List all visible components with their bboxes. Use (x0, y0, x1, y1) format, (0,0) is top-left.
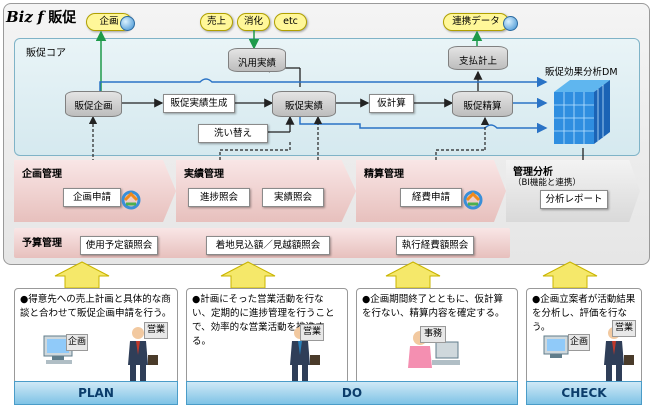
computer-icon (43, 335, 73, 364)
phase-check: CHECK (526, 381, 642, 405)
btn-chakuchi-mikomi-shokai[interactable]: 着地見込額／見越額照会 (206, 236, 330, 255)
module-kikaku-label: 企画管理 (22, 169, 62, 180)
title-name: 販促 (48, 10, 77, 26)
pill-etc: etc (274, 13, 307, 31)
btn-kikaku-shinsei[interactable]: 企画申請 (63, 188, 121, 207)
box-karikeisan: 仮計算 (369, 94, 414, 113)
globe-icon (120, 16, 135, 31)
cyl-shiharai-keijo: 支払計上 (448, 46, 508, 70)
cyl-hanyo-jisseki: 汎用実績 (228, 48, 286, 72)
title-f: f (37, 8, 44, 26)
tag-kikaku: 企画 (66, 334, 88, 351)
module-bunseki-label: 管理分析 (513, 167, 553, 178)
module-seisan-label: 精算管理 (364, 169, 404, 180)
module-jisseki-label: 実績管理 (184, 169, 224, 180)
phase-do: DO (186, 381, 518, 405)
phase-plan: PLAN (14, 381, 178, 405)
btn-bunseki-report[interactable]: 分析レポート (540, 190, 608, 209)
box-araigae: 洗い替え (198, 124, 268, 143)
office-worker-icon (408, 331, 460, 368)
up-arrows (54, 261, 598, 289)
box-hansoku-jisseki-seisei: 販促実績生成 (163, 94, 235, 113)
cyl-hansoku-jisseki: 販促実績 (272, 91, 336, 117)
tag-eigyo: 営業 (612, 320, 636, 337)
tag-eigyo: 営業 (300, 324, 324, 341)
module-bunseki-sub: （BI機能と連携） (513, 178, 581, 188)
btn-jisseki-shokai[interactable]: 実績照会 (262, 188, 324, 207)
btn-keihi-shinsei[interactable]: 経費申請 (400, 188, 462, 207)
dm-label: 販促効果分析DM (545, 67, 618, 78)
process-icon (121, 190, 141, 210)
dm-cube-icon (554, 80, 610, 144)
module-yosan-label: 予算管理 (22, 238, 62, 249)
globe-icon (503, 16, 518, 31)
title-biz: Biz (6, 8, 33, 26)
tag-kikaku: 企画 (568, 334, 590, 351)
tag-jimu: 事務 (420, 326, 446, 343)
pill-uriage: 売上 (200, 13, 233, 31)
businessman-icon (128, 327, 158, 381)
tag-eigyo: 営業 (144, 322, 168, 339)
cyl-hansoku-kikaku: 販促企画 (65, 91, 122, 117)
btn-shiyo-yotei-shokai[interactable]: 使用予定額照会 (80, 236, 158, 255)
btn-shikko-keihi-shokai[interactable]: 執行経費額照会 (396, 236, 474, 255)
product-title: Biz f 販促 (6, 7, 76, 27)
computer-icon (543, 335, 569, 358)
process-icon (463, 190, 483, 210)
btn-shinchoku-shokai[interactable]: 進捗照会 (188, 188, 250, 207)
core-label: 販促コア (26, 48, 66, 59)
cyl-hansoku-seisan: 販促精算 (452, 91, 513, 117)
